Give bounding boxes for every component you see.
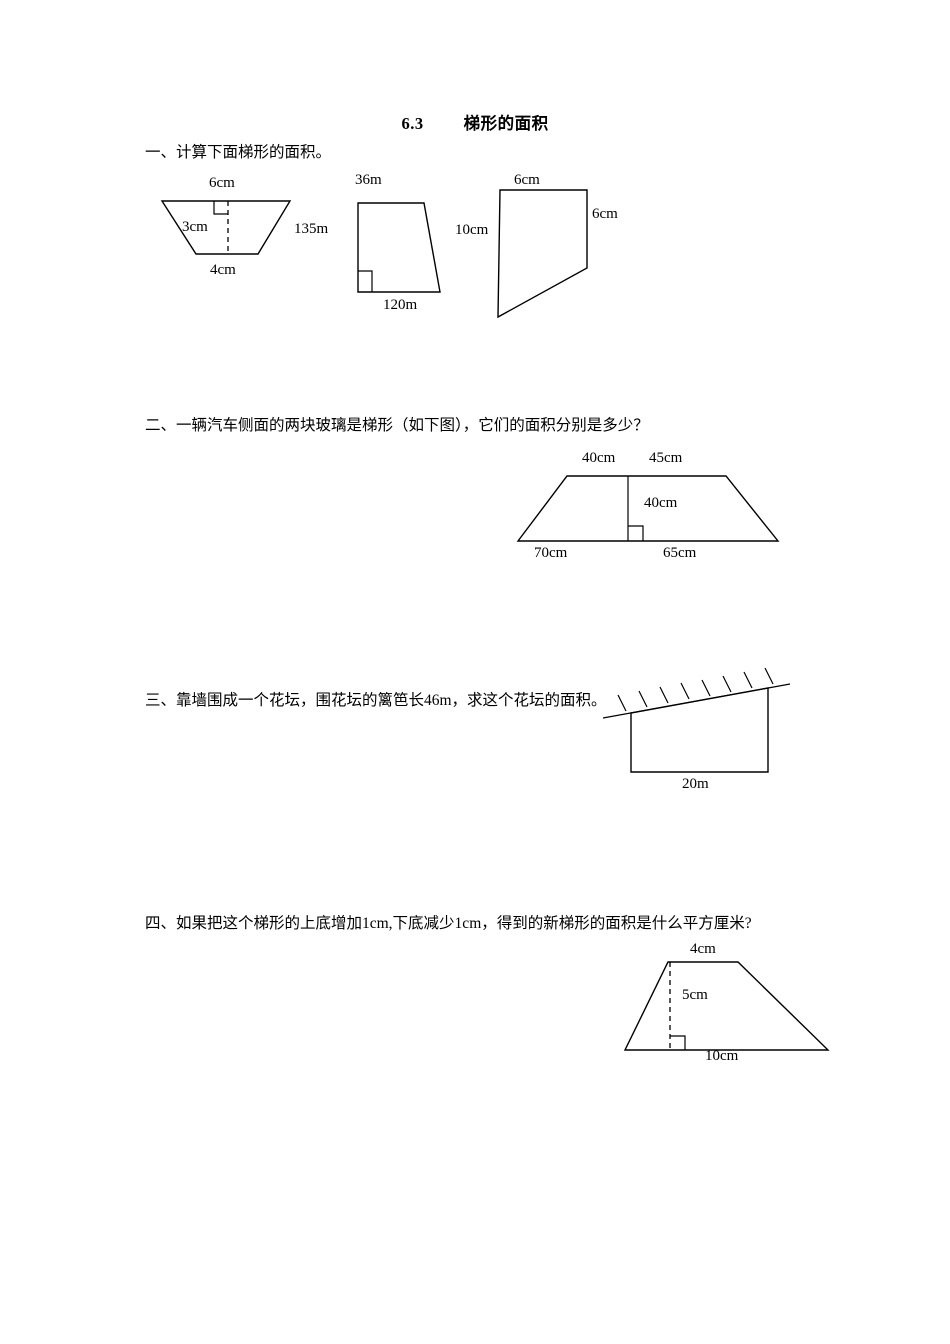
- page-title-text: 梯形的面积: [463, 114, 549, 133]
- figure-1-1: [150, 185, 310, 275]
- figure-1-1-right-angle-mark: [213, 201, 228, 215]
- figure-2-1-height-label: 40cm: [644, 495, 678, 511]
- figure-3-1-wall-line: [602, 683, 791, 719]
- figure-1-2-side-label: 135m: [294, 221, 329, 237]
- question-three-prompt: 三、靠墙围成一个花坛，围花坛的篱笆长46m，求这个花坛的面积。: [145, 692, 607, 709]
- figure-1-3-outline: [497, 189, 588, 319]
- figure-1-2-bottom-label: 120m: [383, 297, 418, 313]
- figure-4-1: [610, 948, 845, 1068]
- figure-1-1-outline: [160, 200, 292, 255]
- figure-4-1-top-label: 4cm: [690, 941, 716, 957]
- figure-3-1-bottom-label: 20m: [682, 776, 709, 792]
- figure-2-1-top-left-label: 40cm: [582, 450, 616, 466]
- page-title: 6.3 梯形的面积: [0, 110, 950, 134]
- figure-4-1-bottom-label: 10cm: [705, 1048, 739, 1064]
- figure-2-1-top-right-label: 45cm: [649, 450, 683, 466]
- figure-2-1: [505, 462, 795, 557]
- figure-4-1-height-label: 5cm: [682, 987, 708, 1003]
- figure-1-1-bottom-label: 4cm: [210, 262, 236, 278]
- figure-4-1-outline: [623, 961, 830, 1051]
- figure-1-1-height-label: 3cm: [182, 219, 208, 235]
- figure-2-1-bottom-right-label: 65cm: [663, 545, 697, 561]
- figure-1-3-top-label: 6cm: [514, 172, 540, 188]
- figure-2-1-right-angle-mark: [628, 525, 644, 541]
- figure-1-3-right-label: 6cm: [592, 206, 618, 222]
- figure-1-3: [485, 178, 610, 333]
- question-two-prompt: 二、一辆汽车侧面的两块玻璃是梯形（如下图），它们的面积分别是多少？: [145, 417, 649, 434]
- page-title-number: 6.3: [401, 114, 424, 133]
- figure-1-2-top-label: 36m: [355, 172, 382, 188]
- figure-2-1-outline: [516, 475, 780, 542]
- figure-1-3-left-label: 10cm: [455, 222, 489, 238]
- figure-1-2-outline: [357, 202, 441, 293]
- question-four-prompt: 四、如果把这个梯形的上底增加1cm,下底减少1cm，得到的新梯形的面积是什么平方…: [145, 915, 752, 932]
- figure-4-1-right-angle-mark: [670, 1035, 686, 1050]
- figure-1-2: [345, 190, 465, 310]
- figure-1-1-top-label: 6cm: [209, 175, 235, 191]
- figure-3-1-wall-hatching: [617, 667, 774, 712]
- figure-3-1: [590, 665, 805, 790]
- figure-1-2-right-angle-mark: [358, 270, 373, 292]
- question-one-prompt: 一、计算下面梯形的面积。: [145, 144, 332, 161]
- figure-2-1-bottom-left-label: 70cm: [534, 545, 568, 561]
